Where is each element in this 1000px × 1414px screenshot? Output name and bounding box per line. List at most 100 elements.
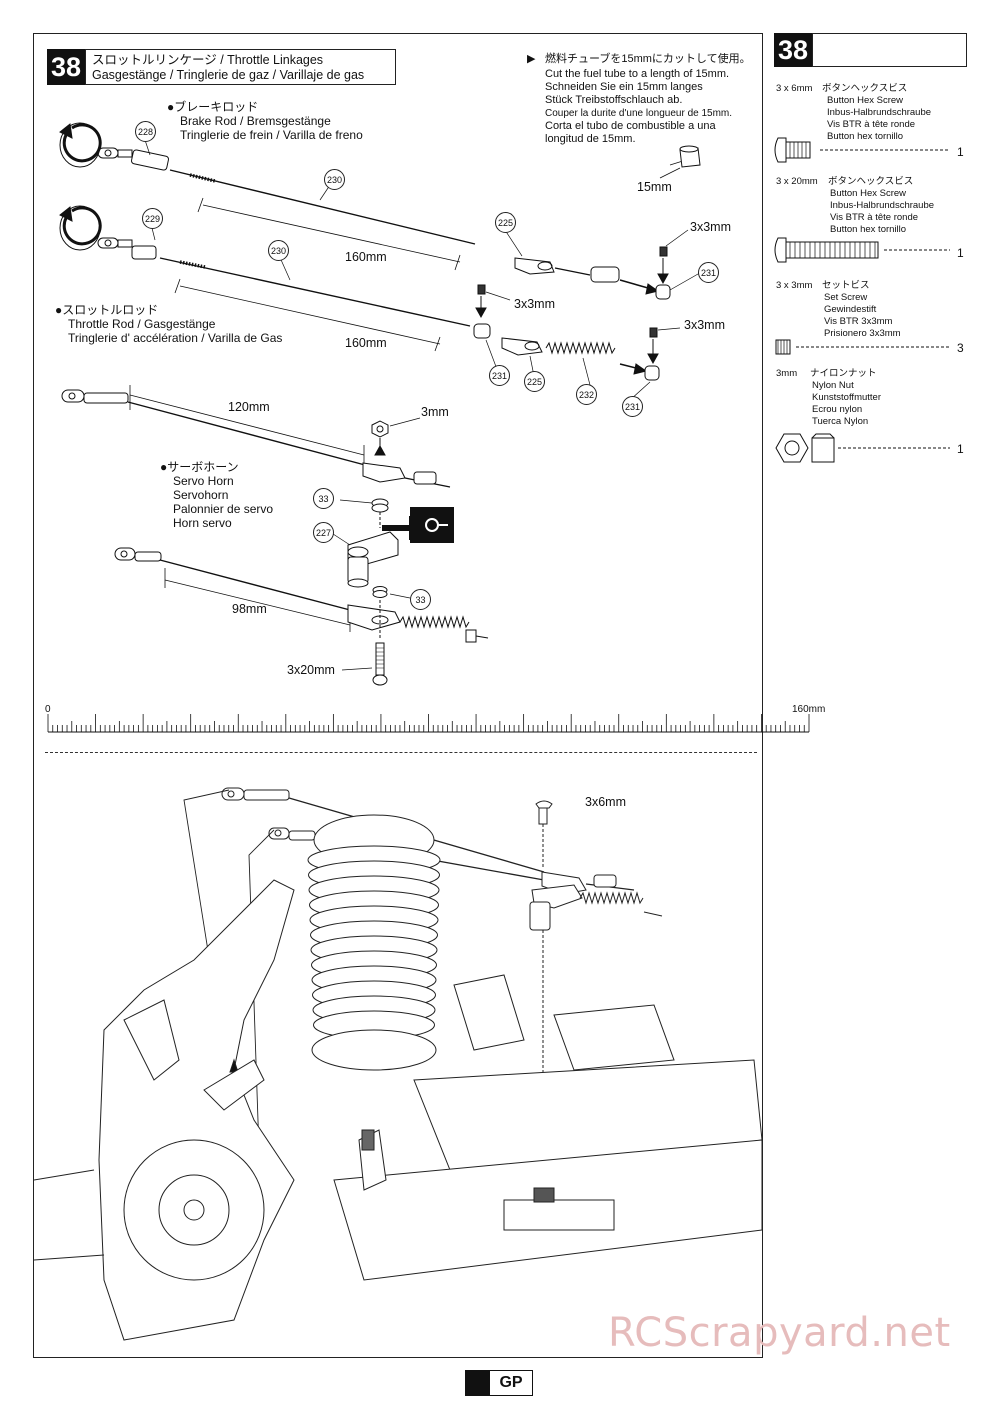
servo-symbol-icon — [382, 507, 454, 543]
servo-horn-line: Horn servo — [173, 516, 232, 530]
servo-horn-line: Servo Horn — [173, 474, 234, 488]
callout-225: 225 — [495, 212, 516, 233]
button-screw-icon — [774, 137, 787, 163]
part-name: Button hex tornillo — [827, 131, 904, 142]
note-arrow-icon: ▶ — [527, 53, 536, 65]
button-screw-icon — [774, 237, 787, 263]
part-name: Vis BTR 3x3mm — [824, 316, 893, 327]
gp-engine-icon — [465, 1370, 489, 1396]
throttle-rod-label: ●スロットルロッド Throttle Rod / Gasgestänge Tri… — [55, 303, 282, 345]
throttle-rod-line: Throttle Rod / Gasgestänge — [68, 317, 216, 331]
ruler-end-label: 160mm — [792, 704, 826, 715]
footer-badge-label: GP — [499, 1374, 523, 1391]
part-name: Tuerca Nylon — [812, 416, 869, 427]
footer-badge: GP — [489, 1370, 533, 1396]
part-size: 3mm — [776, 368, 798, 379]
part-item: 3 x 6mm ボタンヘックスビス Button Hex Screw Inbus-… — [776, 83, 931, 143]
callout-231: 231 — [622, 396, 643, 417]
brake-rod-line: Tringlerie de frein / Varilla de freno — [180, 128, 363, 142]
step-frame — [33, 33, 763, 1358]
part-name: Vis BTR à tête ronde — [827, 119, 916, 130]
note-line: Cut the fuel tube to a length of 15mm. — [545, 68, 730, 80]
callout-230: 230 — [324, 169, 345, 190]
parts-drawings — [774, 137, 950, 463]
part-name: Vis BTR à tête ronde — [830, 212, 919, 223]
screw-6mm-label: 3x6mm — [585, 795, 626, 809]
tube-length-label: 15mm — [637, 180, 672, 194]
part-name: Set Screw — [824, 292, 868, 303]
part-jp-name: セットビス — [822, 280, 870, 291]
set-screw-icon — [775, 339, 791, 355]
step-title-line2: Gasgestänge / Tringlerie de gaz / Varill… — [92, 68, 365, 82]
brake-rod-length: 160mm — [345, 250, 387, 264]
throttle-rod-length: 160mm — [345, 336, 387, 350]
callout-231: 231 — [698, 262, 719, 283]
part-name: Prisionero 3x3mm — [824, 328, 901, 339]
callout-232: 232 — [576, 384, 597, 405]
callout-229: 229 — [142, 208, 163, 229]
part-name: Inbus-Halbrundschraube — [830, 200, 935, 211]
throttle-rod-line: Tringlerie d' accélération / Varilla de … — [68, 331, 283, 345]
servo-horn-label: ●サーボホーン Servo Horn Servohorn Palonnier d… — [160, 460, 273, 530]
part-jp-name: ナイロンナット — [810, 368, 877, 379]
watermark-text: RCScrapyard.net — [608, 1310, 951, 1356]
set-screw-label: 3x3mm — [684, 318, 725, 332]
part-name: Nylon Nut — [812, 380, 854, 391]
part-item: 3mm ナイロンナット Nylon Nut Kunststoffmutter Ec… — [776, 368, 881, 428]
parts-step-number: 38 — [774, 33, 812, 67]
fuel-tube-icon — [679, 145, 701, 168]
brake-rod-heading: ブレーキロッド — [174, 100, 259, 114]
step-title-line1: スロットルリンケージ / Throttle Linkages — [92, 53, 324, 67]
note-line: 燃料チューブを15mmにカットして使用。 — [545, 53, 751, 65]
callout-33: 33 — [313, 488, 334, 509]
ruler-start-label: 0 — [45, 704, 51, 715]
part-qty: 1 — [957, 246, 964, 260]
part-item: 3 x 3mm セットビス Set Screw Gewindestift Vis … — [776, 280, 901, 340]
bullet-icon: ● — [55, 303, 63, 317]
callout-33: 33 — [410, 589, 431, 610]
note-line: Stück Treibstoffschlauch ab. — [545, 94, 683, 106]
part-jp-name: ボタンヘックスビス — [828, 176, 914, 187]
bullet-icon: ● — [160, 460, 168, 474]
short-rod-length: 98mm — [232, 602, 267, 616]
part-name: Button Hex Screw — [827, 95, 904, 106]
callout-230: 230 — [268, 240, 289, 261]
note-line: Corta el tubo de combustible a una — [545, 120, 716, 132]
fuel-tube-note: 燃料チューブを15mmにカットして使用。 Cut the fuel tube t… — [545, 53, 755, 146]
servo-horn-line: Palonnier de servo — [173, 502, 274, 516]
step-title-box: スロットルリンケージ / Throttle Linkages Gasgestän… — [85, 49, 396, 85]
servo-horn-line: Servohorn — [173, 488, 229, 502]
set-screw-label: 3x3mm — [514, 297, 555, 311]
servo-rod-length: 120mm — [228, 400, 270, 414]
throttle-rod-heading: スロットルロッド — [62, 303, 159, 317]
section-divider — [45, 752, 757, 753]
rotate-arrow-icon — [59, 205, 102, 251]
part-qty: 3 — [957, 341, 964, 355]
part-name: Inbus-Halbrundschraube — [827, 107, 932, 118]
part-name: Button Hex Screw — [830, 188, 907, 199]
step-number: 38 — [47, 49, 85, 85]
callout-228: 228 — [135, 121, 156, 142]
part-size: 3 x 3mm — [776, 280, 813, 291]
linkage-parts-diagram — [59, 122, 706, 686]
nylon-nut-label: 3mm — [421, 405, 449, 419]
parts-header-box — [812, 33, 967, 67]
part-size: 3 x 6mm — [776, 83, 813, 94]
callout-225: 225 — [524, 371, 545, 392]
part-name: Ecrou nylon — [812, 404, 863, 415]
brake-rod-label: ●ブレーキロッド Brake Rod / Bremsgestänge Tring… — [167, 100, 363, 142]
part-name: Gewindestift — [824, 304, 877, 315]
part-name: Button hex tornillo — [830, 224, 907, 235]
brake-rod-line: Brake Rod / Bremsgestänge — [180, 114, 331, 128]
note-line: longitud de 15mm. — [545, 133, 636, 145]
note-line: Couper la durite d'une longueur de 15mm. — [545, 108, 733, 119]
chassis-assembly-diagram — [34, 787, 762, 1341]
part-jp-name: ボタンヘックスビス — [822, 83, 908, 94]
bullet-icon: ● — [167, 100, 175, 114]
screw-20mm-label: 3x20mm — [287, 663, 335, 677]
part-qty: 1 — [957, 442, 964, 456]
set-screw-label: 3x3mm — [690, 220, 731, 234]
callout-231: 231 — [489, 365, 510, 386]
part-name: Kunststoffmutter — [812, 392, 881, 403]
